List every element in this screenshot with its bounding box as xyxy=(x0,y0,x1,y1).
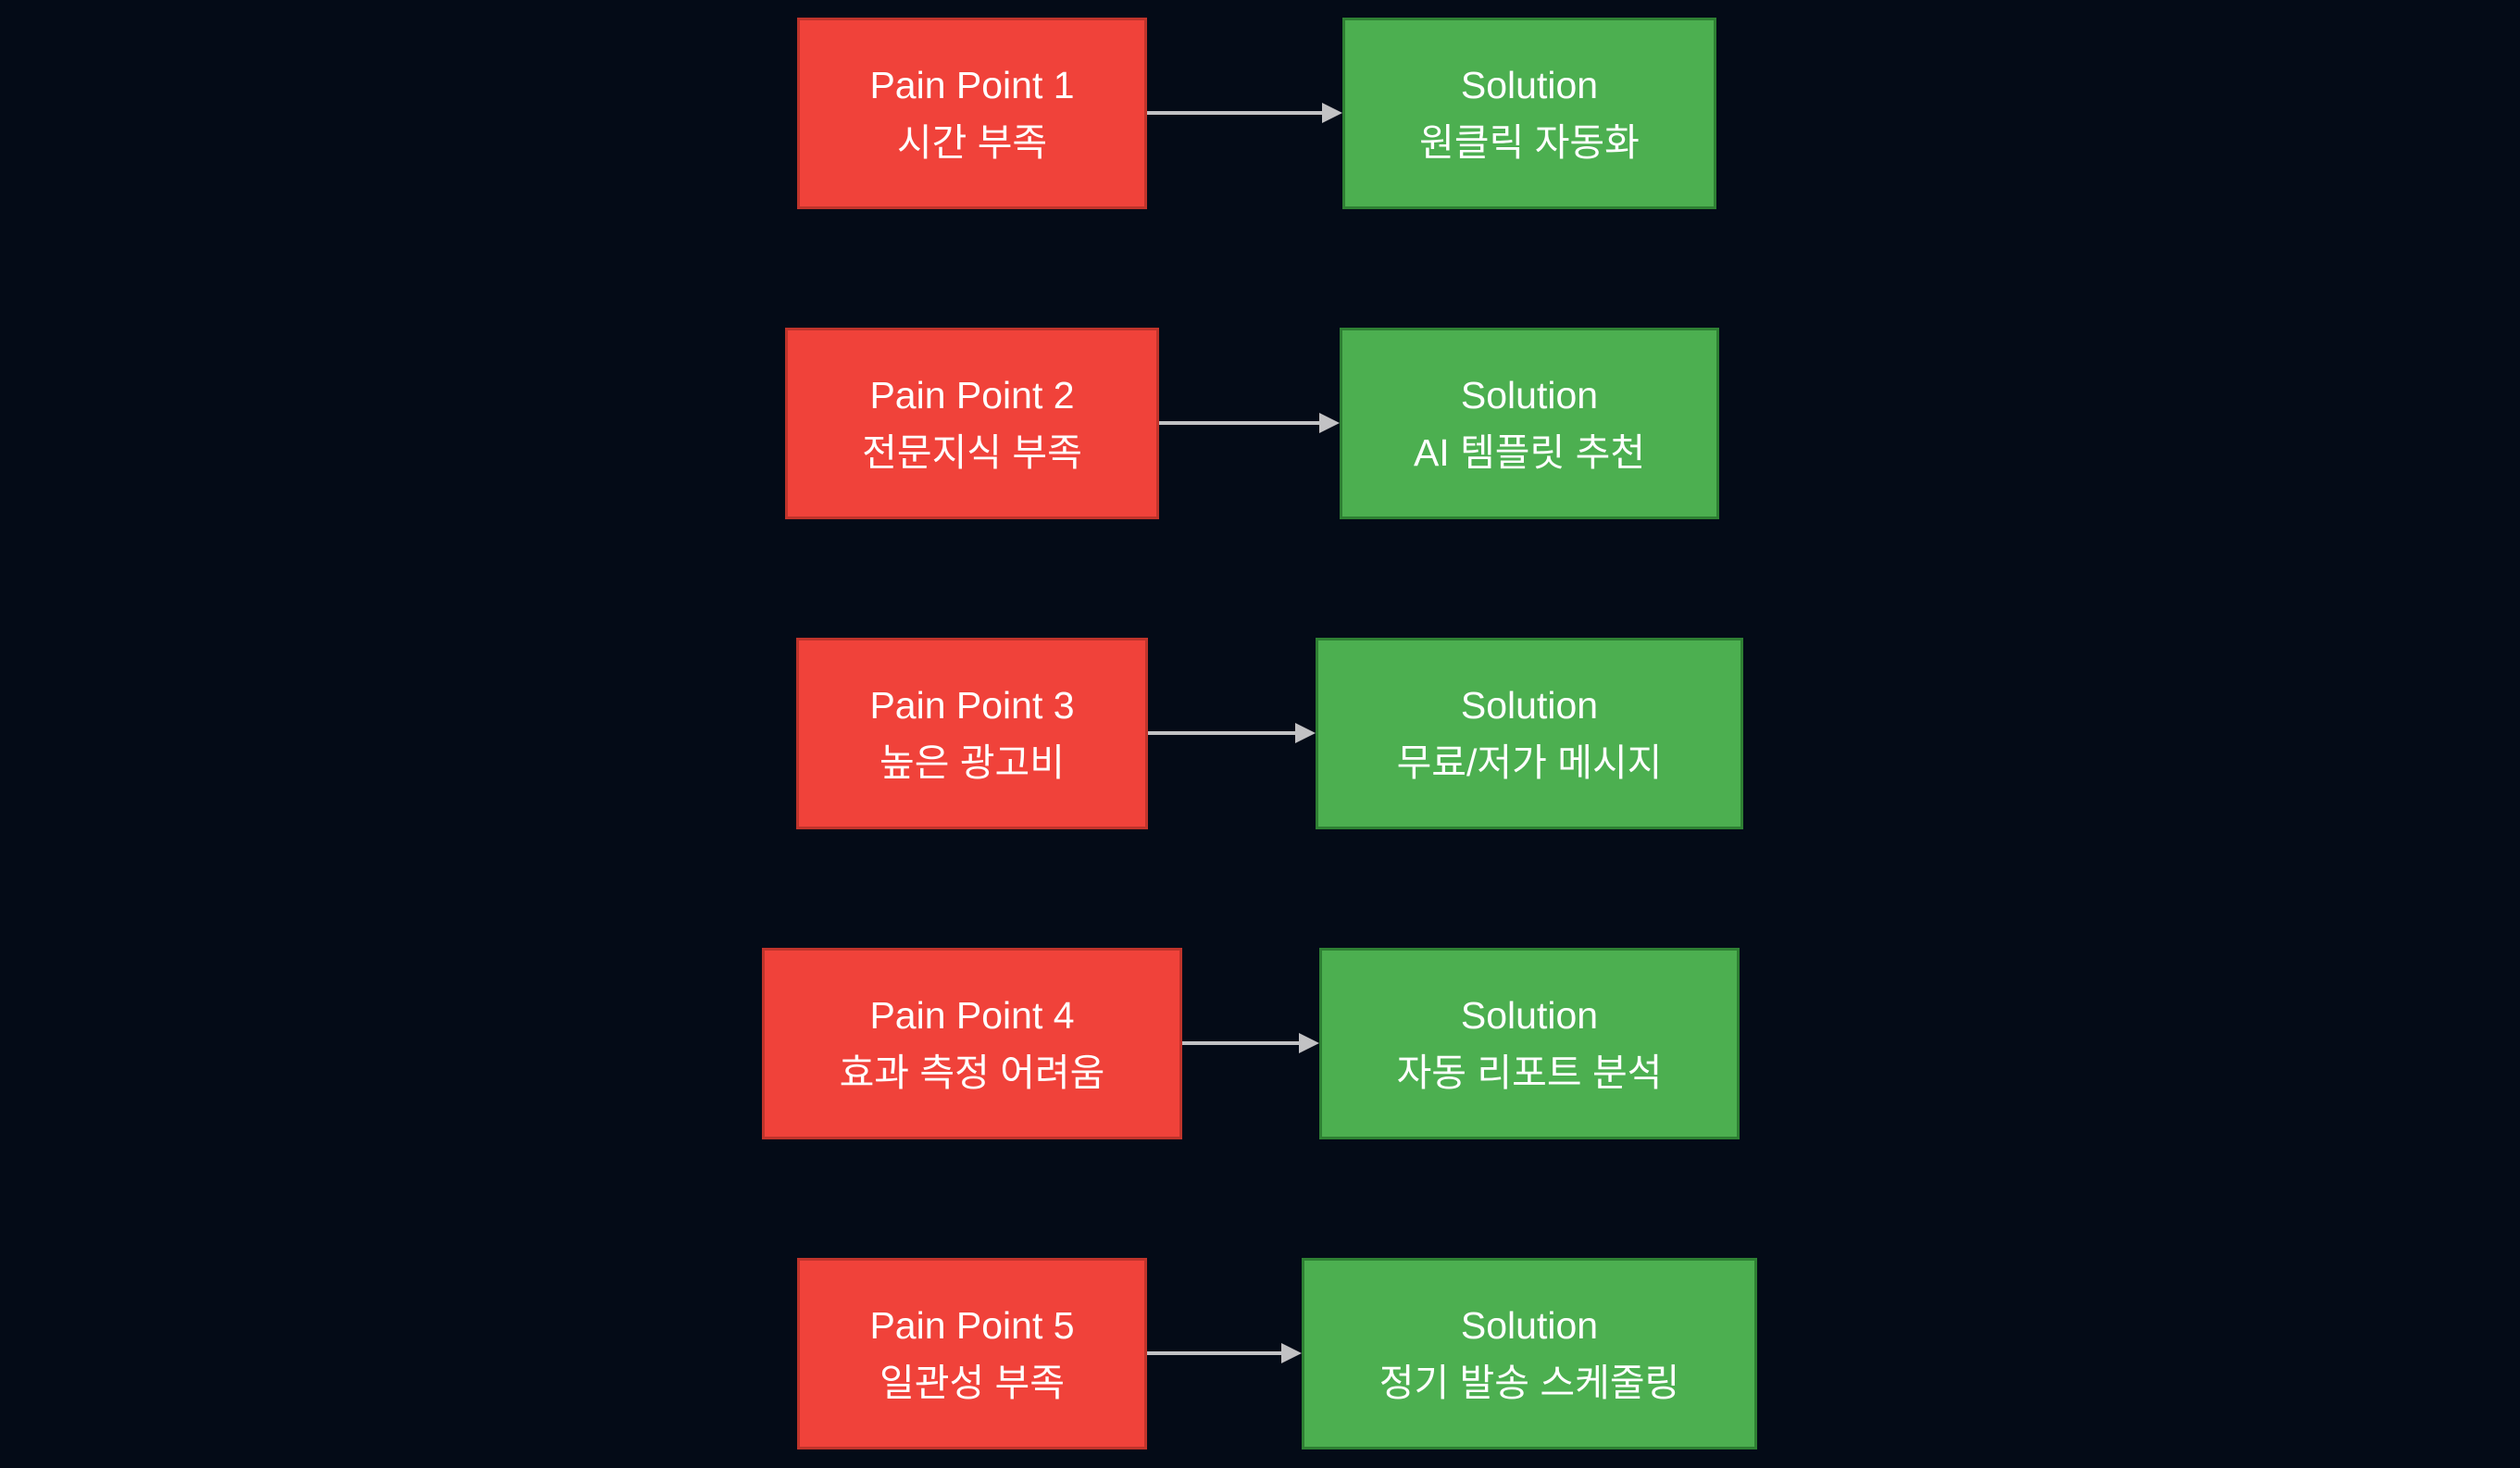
pain-point-node-3: Pain Point 3 높은 광고비 xyxy=(796,638,1148,829)
pain-point-label: 효과 측정 어려움 xyxy=(839,1051,1105,1094)
solution-title: Solution xyxy=(1460,63,1599,106)
pain-point-title: Pain Point 5 xyxy=(869,1303,1075,1347)
mapping-row-2: Pain Point 2 전문지식 부족 Solution AI 템플릿 추천 xyxy=(0,328,2520,519)
arrow-line xyxy=(1147,111,1322,115)
mapping-row-5: Pain Point 5 일관성 부족 Solution 정기 발송 스케줄링 xyxy=(0,1258,2520,1449)
solution-node-3: Solution 무료/저가 메시지 xyxy=(1316,638,1743,829)
solution-label: 무료/저가 메시지 xyxy=(1396,740,1663,784)
arrow-head-icon xyxy=(1281,1343,1302,1363)
arrow-line xyxy=(1148,731,1295,735)
solution-title: Solution xyxy=(1460,373,1599,417)
pain-point-title: Pain Point 2 xyxy=(869,373,1075,417)
pain-point-label: 전문지식 부족 xyxy=(862,430,1082,474)
solution-label: 원클릭 자동화 xyxy=(1419,120,1640,164)
pain-point-node-1: Pain Point 1 시간 부족 xyxy=(797,18,1147,209)
solution-label: AI 템플릿 추천 xyxy=(1413,430,1646,474)
pain-point-label: 시간 부족 xyxy=(896,120,1048,164)
arrow-line xyxy=(1159,421,1319,425)
solution-title: Solution xyxy=(1460,683,1599,727)
mapping-row-4: Pain Point 4 효과 측정 어려움 Solution 자동 리포트 분… xyxy=(0,948,2520,1139)
arrow-head-icon xyxy=(1299,1033,1319,1053)
solution-node-2: Solution AI 템플릿 추천 xyxy=(1340,328,1719,519)
arrow-head-icon xyxy=(1322,103,1342,123)
pain-point-node-5: Pain Point 5 일관성 부족 xyxy=(797,1258,1147,1449)
solution-label: 자동 리포트 분석 xyxy=(1396,1051,1663,1094)
mapping-row-3: Pain Point 3 높은 광고비 Solution 무료/저가 메시지 xyxy=(0,638,2520,829)
arrow-head-icon xyxy=(1319,413,1340,433)
mapping-row-1: Pain Point 1 시간 부족 Solution 원클릭 자동화 xyxy=(0,18,2520,209)
pain-point-title: Pain Point 4 xyxy=(869,993,1075,1037)
solution-node-4: Solution 자동 리포트 분석 xyxy=(1319,948,1740,1139)
pain-point-label: 높은 광고비 xyxy=(880,740,1065,784)
solution-node-1: Solution 원클릭 자동화 xyxy=(1342,18,1716,209)
pain-point-title: Pain Point 1 xyxy=(869,63,1075,106)
arrow-head-icon xyxy=(1295,723,1316,743)
arrow-line xyxy=(1182,1041,1299,1045)
arrow-line xyxy=(1147,1351,1281,1355)
pain-point-title: Pain Point 3 xyxy=(869,683,1075,727)
pain-point-node-4: Pain Point 4 효과 측정 어려움 xyxy=(762,948,1182,1139)
solution-label: 정기 발송 스케줄링 xyxy=(1379,1361,1680,1404)
pain-point-label: 일관성 부족 xyxy=(880,1361,1065,1404)
pain-point-node-2: Pain Point 2 전문지식 부족 xyxy=(785,328,1159,519)
solution-title: Solution xyxy=(1460,1303,1599,1347)
solution-node-5: Solution 정기 발송 스케줄링 xyxy=(1302,1258,1757,1449)
solution-title: Solution xyxy=(1460,993,1599,1037)
